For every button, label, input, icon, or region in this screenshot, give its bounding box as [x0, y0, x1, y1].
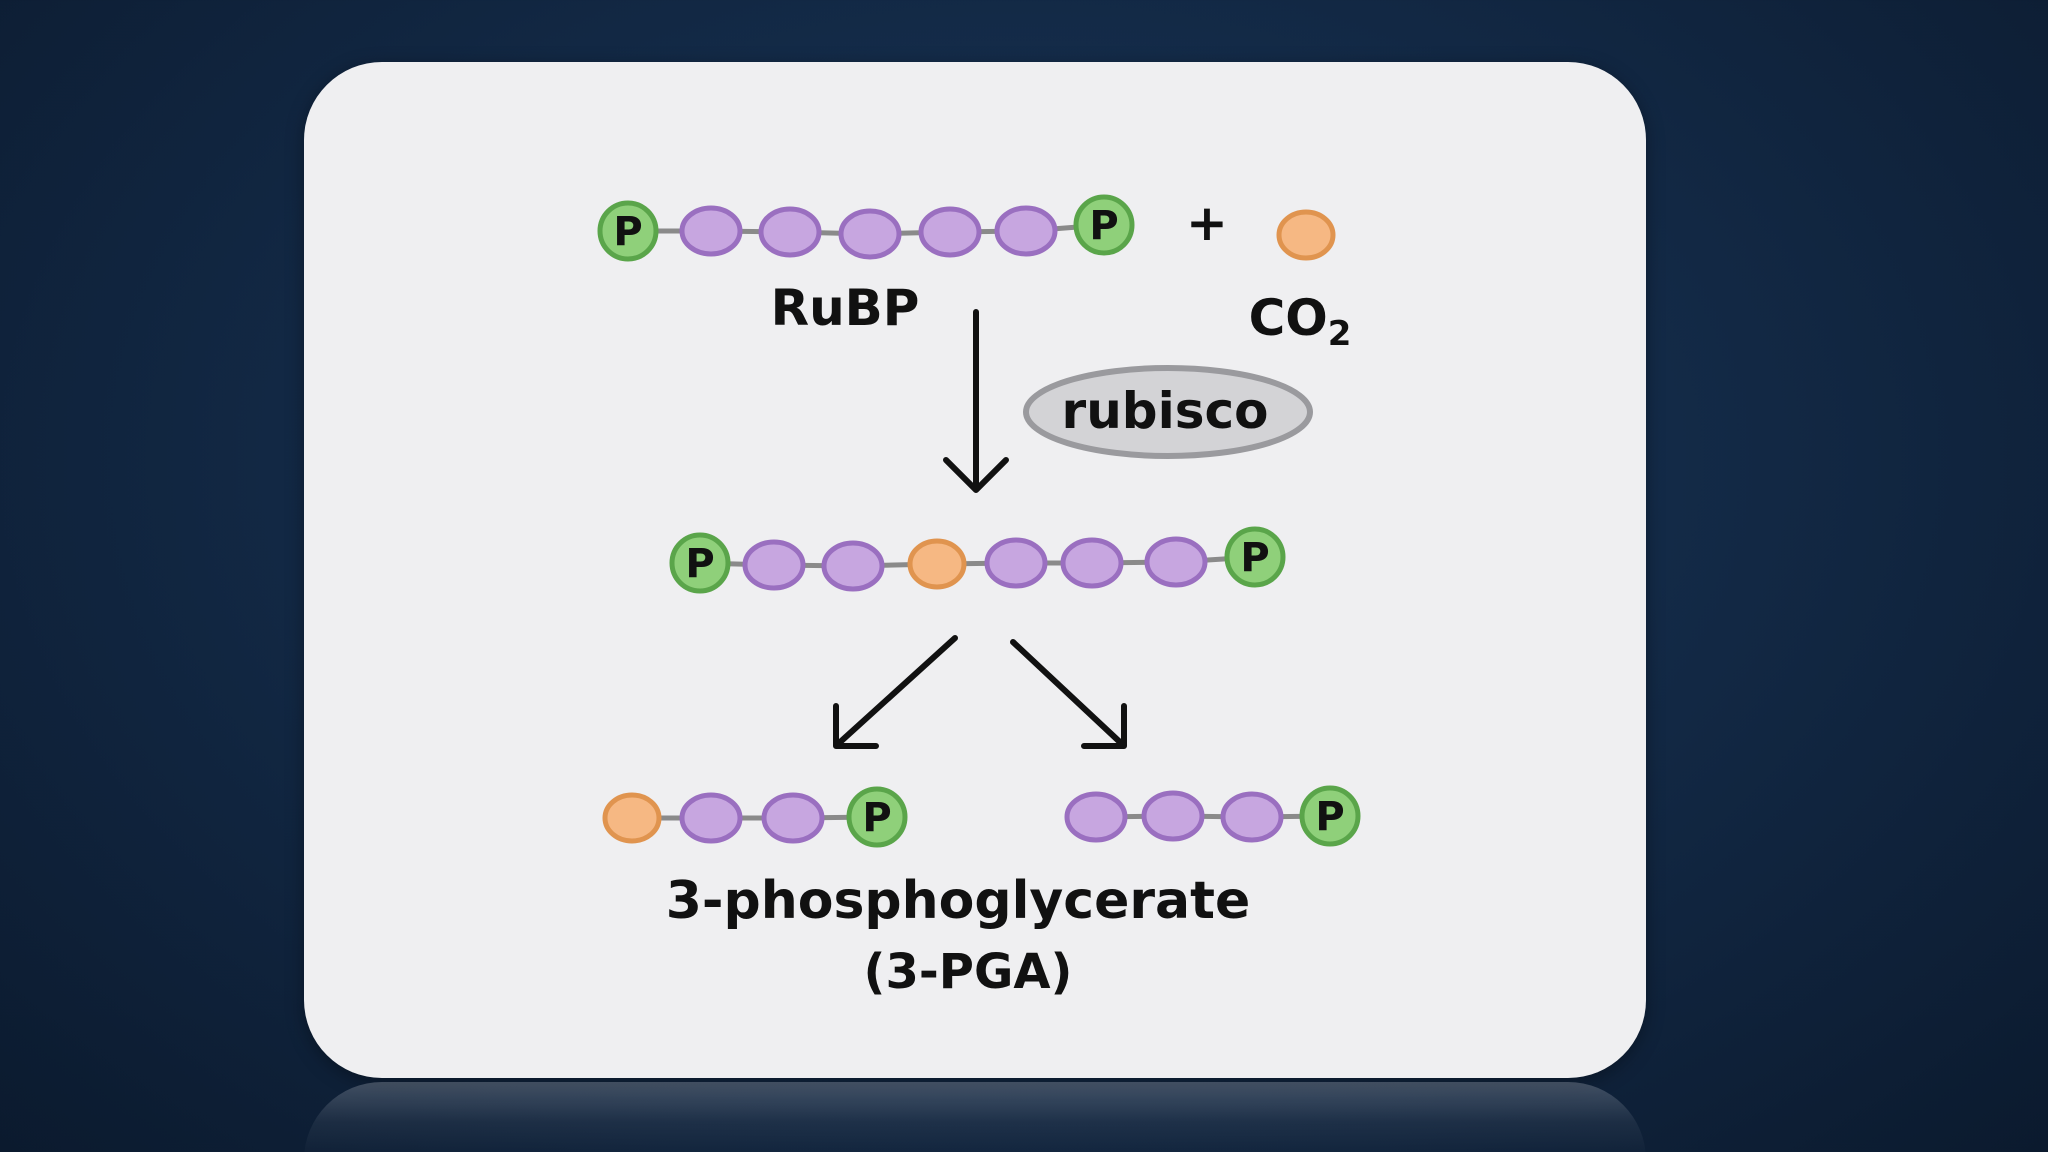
product-abbrev-label: (3-PGA): [864, 944, 1073, 1000]
co2-molecule: [1276, 209, 1336, 261]
carbon-atom: [1144, 536, 1208, 588]
carbon-atom: [679, 205, 743, 257]
phosphate-group: [597, 200, 659, 262]
split-arrow-left: [833, 635, 958, 749]
phosphate-label: P: [1240, 535, 1269, 581]
carbon-atom: [838, 208, 902, 260]
phosphate-label: P: [613, 209, 642, 255]
carbon-atom: [679, 792, 743, 844]
carbon-atom: [994, 205, 1058, 257]
carbon-atom: [821, 540, 885, 592]
co2-label-subscript: 2: [1328, 314, 1352, 354]
co2-carbon-atom: [602, 792, 662, 844]
split-arrow-right: [1010, 639, 1127, 749]
enzyme-oval: [1023, 365, 1313, 459]
phosphate-label: P: [862, 795, 891, 841]
phosphate-label: P: [1315, 794, 1344, 840]
pga-molecule-right: P: [1064, 785, 1361, 847]
co2-label-main: CO: [1249, 289, 1328, 347]
co2-carbon-atom: [1276, 209, 1336, 261]
co2-carbon-atom: [907, 538, 967, 590]
product-label: 3-phosphoglycerate: [666, 871, 1251, 931]
phosphate-label: P: [1089, 203, 1118, 249]
slide-reflection: [304, 1082, 1646, 1152]
rubisco-enzyme-badge: rubisco: [1023, 365, 1313, 459]
co2-label: CO2: [1249, 289, 1352, 354]
carbon-atom: [1060, 537, 1124, 589]
phosphate-group: [846, 786, 908, 848]
phosphate-group: [1299, 785, 1361, 847]
phosphate-group: [1224, 526, 1286, 588]
carbon-atom: [918, 206, 982, 258]
phosphate-label: P: [685, 541, 714, 587]
carbon-atom: [1141, 790, 1205, 842]
phosphate-group: [669, 532, 731, 594]
plus-sign: +: [1186, 194, 1228, 252]
enzyme-label: rubisco: [1062, 382, 1269, 440]
pga-molecule-left: P: [602, 786, 908, 848]
reaction-arrow-down: [943, 309, 1009, 493]
carbon-atom: [758, 206, 822, 258]
carbon-atom: [742, 539, 806, 591]
phosphate-group: [1073, 194, 1135, 256]
carbon-atom: [1220, 791, 1284, 843]
carbon-atom: [1064, 791, 1128, 843]
carbon-atom: [984, 537, 1048, 589]
rubp-label: RuBP: [771, 279, 920, 337]
carbon-atom: [761, 792, 825, 844]
